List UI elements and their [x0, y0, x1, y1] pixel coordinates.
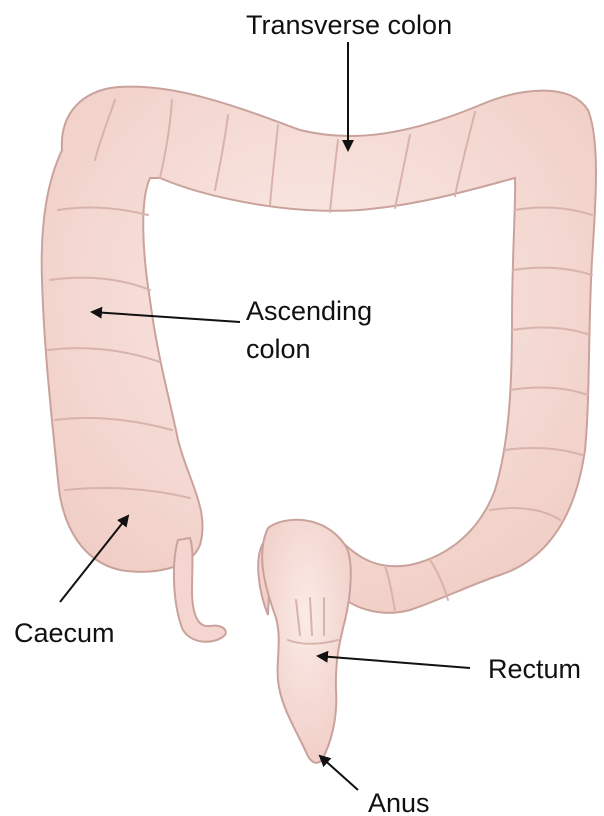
anus-pointer [320, 756, 358, 790]
ascending-colon-label-line2: colon [246, 334, 311, 364]
appendix [174, 538, 226, 642]
caecum-label: Caecum [14, 618, 115, 648]
rectum-pointer [318, 656, 470, 668]
rectum-label: Rectum [488, 654, 581, 684]
ascending-colon-label-line1: Ascending [246, 296, 372, 326]
rectum-shape [262, 520, 351, 763]
anus-label: Anus [368, 788, 430, 816]
transverse-colon-label: Transverse colon [246, 10, 452, 40]
